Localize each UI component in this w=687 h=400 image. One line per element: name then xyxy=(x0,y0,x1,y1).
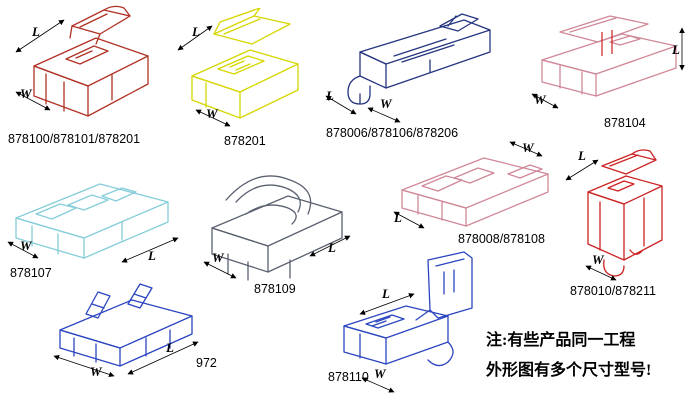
part-number: 878104 xyxy=(604,116,646,130)
figure-878109: W L 878109 xyxy=(190,156,368,304)
figure-878008: W L 878008/878108 xyxy=(390,140,562,256)
part-number: 878109 xyxy=(254,282,296,296)
dim-label-w: W xyxy=(534,92,547,107)
figure-878006: L W 878006/878106/878206 xyxy=(320,4,510,148)
dim-label-l: L xyxy=(393,210,402,225)
dimension-lines: L W xyxy=(177,24,231,127)
connector-drawing xyxy=(587,149,663,277)
dimension-lines: L W xyxy=(359,286,415,393)
dimension-lines: L W xyxy=(53,340,199,379)
note-line-1: 注:有些产品同一工程 xyxy=(486,332,636,349)
part-number: 972 xyxy=(196,356,217,370)
figure-878010: L W 878010/878211 xyxy=(560,146,687,304)
dim-label-l: L xyxy=(147,248,156,263)
figure-878107: W L 878107 xyxy=(2,158,184,288)
contact-blades xyxy=(601,30,613,56)
figure-878100: L W 878100/878101/878201 xyxy=(8,4,168,156)
dim-label-w: W xyxy=(90,364,103,379)
note-line-2: 外形图有多个尺寸型号! xyxy=(486,362,652,379)
dimension-lines: W L xyxy=(7,237,179,263)
part-number: 878008/878108 xyxy=(458,232,545,246)
connector-drawing xyxy=(191,8,299,119)
dim-label-w: W xyxy=(522,140,535,155)
note-text: 注:有些产品同一工程 外形图有多个尺寸型号! xyxy=(486,326,686,386)
dim-label-w: W xyxy=(20,86,33,101)
figure-878104: W L 878104 xyxy=(526,4,687,140)
figure-972: L W 972 xyxy=(50,280,234,396)
connector-drawing xyxy=(33,5,149,117)
part-number: 878006/878106/878206 xyxy=(326,126,459,140)
dim-label-l: L xyxy=(577,148,586,163)
dimension-lines: L W xyxy=(565,148,617,281)
dim-label-l: L xyxy=(191,24,200,39)
connector-drawing xyxy=(401,157,549,227)
figure-878201: L W 878201 xyxy=(172,8,314,156)
part-number: 878010/878211 xyxy=(570,284,656,298)
dim-label-l: L xyxy=(671,42,680,57)
dimension-lines: W L xyxy=(531,27,685,109)
figure-878110: L W 878110 xyxy=(316,250,488,400)
dim-label-w: W xyxy=(20,238,33,253)
dim-label-w: W xyxy=(374,366,387,381)
connector-drawing xyxy=(343,251,473,367)
connector-drawing xyxy=(347,13,491,105)
part-number: 878201 xyxy=(224,134,266,148)
dim-label-w: W xyxy=(206,106,219,121)
dim-label-l: L xyxy=(325,88,334,103)
dim-label-w: W xyxy=(380,96,393,111)
part-number: 878100/878101/878201 xyxy=(8,132,141,146)
dim-label-w: W xyxy=(592,252,605,267)
dim-label-l: L xyxy=(31,24,40,39)
dim-label-w: W xyxy=(212,250,225,265)
dimension-lines: W L xyxy=(393,140,543,229)
dimension-lines: L W xyxy=(325,88,401,123)
dimension-lines: L W xyxy=(15,19,65,111)
connector-drawing xyxy=(15,183,169,259)
connector-drawing xyxy=(541,15,677,97)
part-number: 878110 xyxy=(328,370,369,384)
dim-label-l: L xyxy=(165,340,174,355)
dim-label-l: L xyxy=(327,240,336,255)
connector-drawing xyxy=(59,283,193,367)
dimension-lines: W L xyxy=(203,235,351,279)
part-number: 878107 xyxy=(10,266,52,280)
dim-label-l: L xyxy=(381,286,390,301)
